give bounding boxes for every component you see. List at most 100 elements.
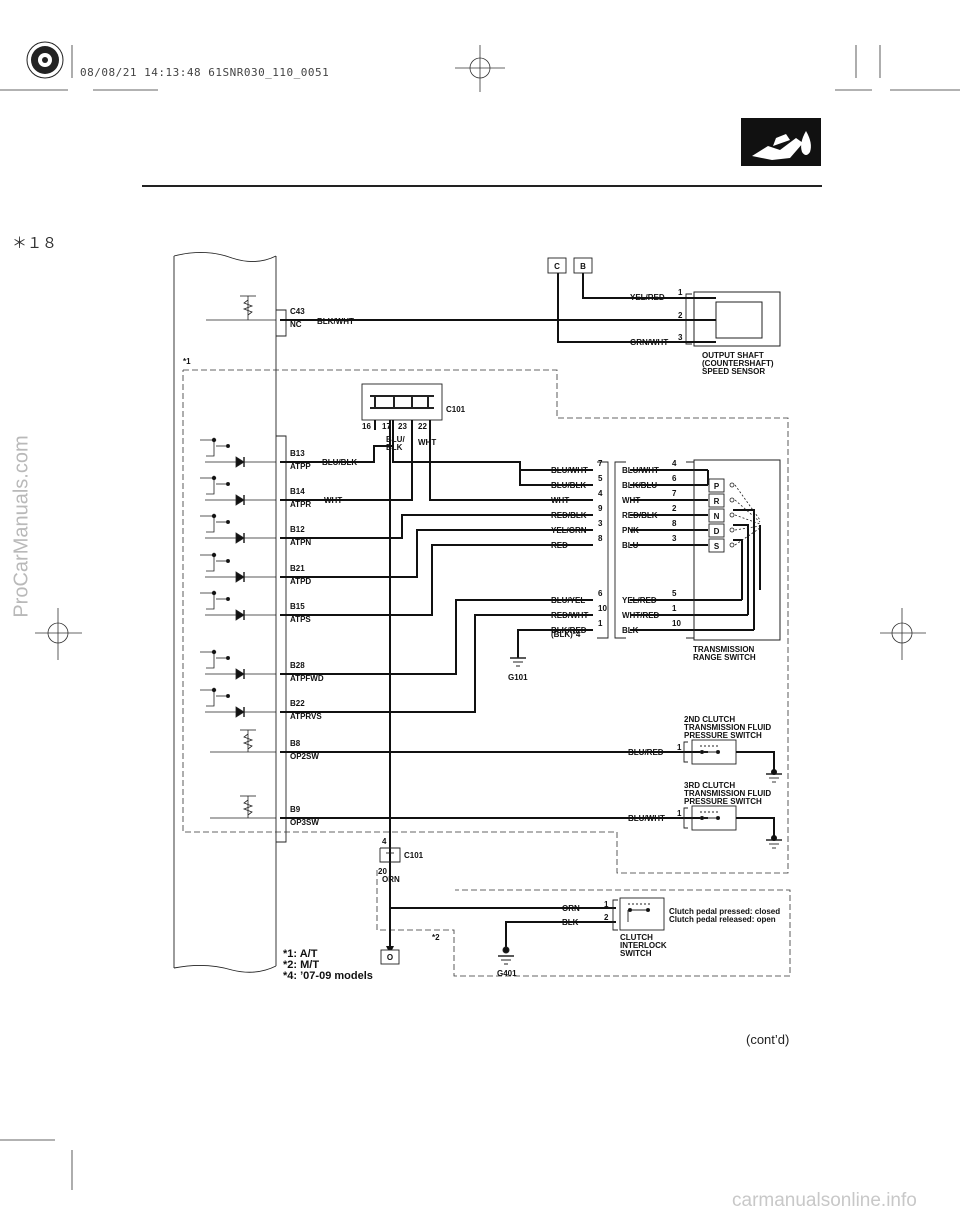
trs-left-wire-label: WHT xyxy=(551,496,569,505)
svg-text:O: O xyxy=(387,953,393,962)
trs-right-wire-label: BLU xyxy=(622,541,639,550)
ecm-pin-name-op2sw: OP2SW xyxy=(290,752,319,761)
2nd-switch-ground-dot xyxy=(771,769,777,775)
ground-g401-icon xyxy=(498,946,514,965)
2nd-switch-name-1: 2ND CLUTCH xyxy=(684,715,735,724)
ecm-pin-name-atpp: ATPP xyxy=(290,462,311,471)
ground-g101-icon xyxy=(510,657,526,667)
trs-right-wire-label: WHT/RED xyxy=(622,611,660,620)
3rd-switch-name-1: 3RD CLUTCH xyxy=(684,781,735,790)
ecm-box-outline xyxy=(173,252,287,973)
trs-left-wire-label: BLU/YEL xyxy=(551,596,585,605)
trs-right-pin: 2 xyxy=(672,504,677,513)
3rd-clutch-pressure-switch xyxy=(683,805,782,849)
legend-models: *4: ’07-09 models xyxy=(283,970,373,982)
diode-icon xyxy=(235,668,245,680)
3rd-switch-pin: 1 xyxy=(677,809,682,818)
at-star-label: *1 xyxy=(183,357,191,366)
connector-b[interactable]: B xyxy=(573,257,593,274)
trs-left-wire-label: RED xyxy=(551,541,568,550)
ecm-pin-c43: C43 xyxy=(290,307,305,316)
trs-left-pin: 6 xyxy=(598,589,603,598)
diode-icon xyxy=(235,532,245,544)
range-label-s: S xyxy=(714,542,720,551)
3rd-switch-name-3: PRESSURE SWITCH xyxy=(684,797,762,806)
c101-lower-pin-20: 20 xyxy=(378,867,387,876)
wire-label-blk-wht: BLK/WHT xyxy=(317,317,354,326)
ecm-pin-name-atpr: ATPR xyxy=(290,500,311,509)
trs-contacts xyxy=(734,484,761,546)
page-marker: ＊１８ xyxy=(12,234,58,252)
trs-left-pin: 10 xyxy=(598,604,607,613)
sensor-pin-3: 3 xyxy=(678,333,683,342)
wire-label-blu-wht-b9: BLU/WHT xyxy=(628,814,665,823)
diode-icon xyxy=(235,456,245,468)
c101-lower-pin-4: 4 xyxy=(382,837,387,846)
ecm-pin-name-nc: NC xyxy=(290,320,302,329)
trs-right-wire-label: YEL/RED xyxy=(622,596,657,605)
connector-o[interactable]: O xyxy=(380,949,400,965)
trs-right-wire-label: RED/BLK xyxy=(622,511,658,520)
wire-label-blu-blk-b13: BLU/BLK xyxy=(322,458,357,467)
trs-left-wire-label: YEL/GRN xyxy=(551,526,587,535)
sensor-pin-2: 2 xyxy=(678,311,683,320)
ecm-pin-b14: B14 xyxy=(290,487,305,496)
ecm-pin-name-atpfwd: ATPFWD xyxy=(290,674,324,683)
trs-right-pin: 5 xyxy=(672,589,677,598)
trs-left-pin: 1 xyxy=(598,619,603,628)
ecm-pin-name-atpd: ATPD xyxy=(290,577,311,586)
trs-left-wire-label: RED/BLK xyxy=(551,511,587,520)
2nd-switch-name-2: TRANSMISSION FLUID xyxy=(684,723,771,732)
mt-star-label: *2 xyxy=(432,933,440,942)
c101-pin-17: 17 xyxy=(382,422,391,431)
range-box-p xyxy=(708,478,725,493)
clutch-name-3: SWITCH xyxy=(620,949,652,958)
trs-left-pin: 3 xyxy=(598,519,603,528)
sensor-name-2: (COUNTERSHAFT) xyxy=(702,359,774,368)
trs-right-pin: 3 xyxy=(672,534,677,543)
print-stamp: 08/08/21 14:13:48 61SNR030_110_0051 xyxy=(80,66,330,79)
ecm-pin-b15: B15 xyxy=(290,602,305,611)
2nd-switch-pin: 1 xyxy=(677,743,682,752)
trs-name-1: TRANSMISSION xyxy=(693,645,755,654)
ecm-pin-b13: B13 xyxy=(290,449,305,458)
diode-icon xyxy=(235,494,245,506)
trs-left-pin: 5 xyxy=(598,474,603,483)
ecm-pin-name-atps: ATPS xyxy=(290,615,311,624)
ecm-pin-b22: B22 xyxy=(290,699,305,708)
continued-label: (cont’d) xyxy=(746,1032,790,1047)
ground-g401-label: G401 xyxy=(497,969,517,978)
trs-right-pin: 4 xyxy=(672,459,677,468)
ecm-pin-b9: B9 xyxy=(290,805,301,814)
wire-label-blu-red: BLU/RED xyxy=(628,748,664,757)
c101-pin-22: 22 xyxy=(418,422,427,431)
clutch-pin-1: 1 xyxy=(604,900,609,909)
at-option-box xyxy=(182,369,789,874)
clutch-interlock-switch xyxy=(612,897,665,931)
connector-c[interactable]: C xyxy=(547,257,567,274)
trs-left-pin: 8 xyxy=(598,534,603,543)
c101-connector[interactable] xyxy=(361,383,443,421)
wire-label-orn-clutch: ORN xyxy=(562,904,580,913)
ecm-pin-labels: C43NCB13ATPPB14ATPRB12ATPNB21ATPDB15ATPS… xyxy=(290,307,324,827)
ecm-internal-circuits xyxy=(200,295,276,819)
range-label-n: N xyxy=(714,512,720,521)
c101-lower-connector[interactable] xyxy=(379,847,401,863)
trs-right-pin: 7 xyxy=(672,489,677,498)
range-label-d: D xyxy=(714,527,720,536)
wire-label-blu-blk-bottom: BLK xyxy=(386,443,403,452)
trs-left-wire-label: BLU/BLK xyxy=(551,481,586,490)
2nd-switch-name-3: PRESSURE SWITCH xyxy=(684,731,762,740)
trs-right-pin: 10 xyxy=(672,619,681,628)
clutch-name-1: CLUTCH xyxy=(620,933,653,942)
c101-lower-label: C101 xyxy=(404,851,424,860)
trs-right-pin: 8 xyxy=(672,519,677,528)
sensor-wires xyxy=(280,273,716,343)
trs-right-wire-label: PNK xyxy=(622,526,639,535)
ecm-pin-b12: B12 xyxy=(290,525,305,534)
wire-label-orn-c101: ORN xyxy=(382,875,400,884)
range-box-d xyxy=(708,523,725,538)
2nd-clutch-pressure-switch xyxy=(683,739,782,783)
clutch-name-2: INTERLOCK xyxy=(620,941,667,950)
